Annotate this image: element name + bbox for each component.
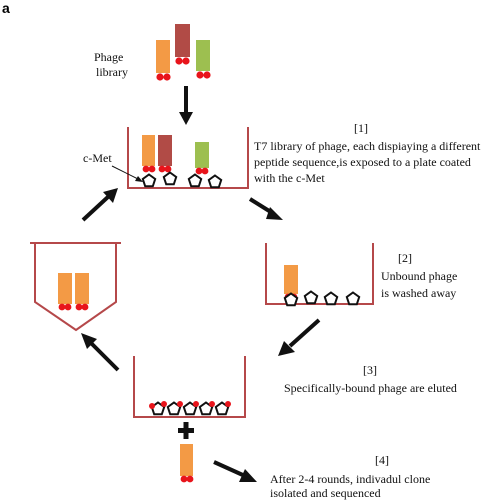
pentagon-receptor-icon (141, 173, 157, 188)
plus-icon (178, 422, 194, 439)
step-line: T7 library of phage, each dispiaying a d… (254, 139, 481, 153)
phage-library-group (156, 24, 211, 81)
pentagon-receptor-icon (187, 173, 203, 188)
panel-letter: a (2, 0, 10, 16)
pentagon-receptor-icon (162, 171, 178, 186)
phage-icon (142, 135, 156, 173)
arrow-icon (213, 460, 257, 482)
pentagon-receptor-icon (345, 291, 361, 306)
step-line: with the c-Met (254, 171, 325, 185)
plate-1 (127, 127, 249, 189)
plate-3 (133, 356, 246, 418)
step-4-text: [4] After 2-4 rounds, indivadul clone is… (270, 453, 430, 500)
arrow-icon (278, 318, 321, 356)
step-line: is washed away (381, 286, 456, 300)
step-number: [3] (363, 363, 377, 377)
step-line: After 2-4 rounds, indivadul clone (270, 472, 430, 486)
phage-icon (75, 273, 89, 311)
pentagon-receptor-icon (207, 174, 223, 189)
phage-icon (195, 142, 209, 175)
arrow-icon (81, 188, 118, 222)
arrow-icon (81, 333, 120, 372)
arrow-icon (179, 86, 193, 125)
phage-icon (58, 273, 72, 311)
phage-icon (180, 444, 194, 483)
arrow-icon (111, 165, 143, 182)
phage-library-label-line1: Phage (94, 50, 123, 64)
receptor-label: c-Met (83, 151, 112, 165)
step-line: Unbound phage (381, 269, 457, 283)
step-number: [2] (398, 251, 412, 265)
collection-funnel (30, 242, 121, 332)
phage-icon (158, 135, 172, 173)
arrow-icon (248, 197, 283, 220)
plate-2 (265, 243, 374, 307)
step-2-text: [2] Unbound phage is washed away (381, 251, 457, 300)
step-number: [4] (375, 453, 389, 467)
phage-icon (175, 24, 190, 65)
pentagon-receptor-icon (323, 291, 339, 306)
phage-icon (156, 40, 171, 81)
step-number: [1] (354, 121, 368, 135)
phage-library-label-line2: library (96, 65, 128, 79)
step-line: peptide sequence,is exposed to a plate c… (254, 155, 471, 169)
phage-icon (196, 40, 211, 79)
step-line: isolated and sequenced (270, 486, 381, 500)
step-3-text: [3] Specifically-bound phage are eluted (284, 363, 457, 395)
eluted-peptide-dots (149, 401, 231, 409)
step-1-text: [1] T7 library of phage, each dispiaying… (254, 121, 481, 185)
pentagon-receptor-icon (303, 290, 319, 305)
step-line: Specifically-bound phage are eluted (284, 381, 457, 395)
